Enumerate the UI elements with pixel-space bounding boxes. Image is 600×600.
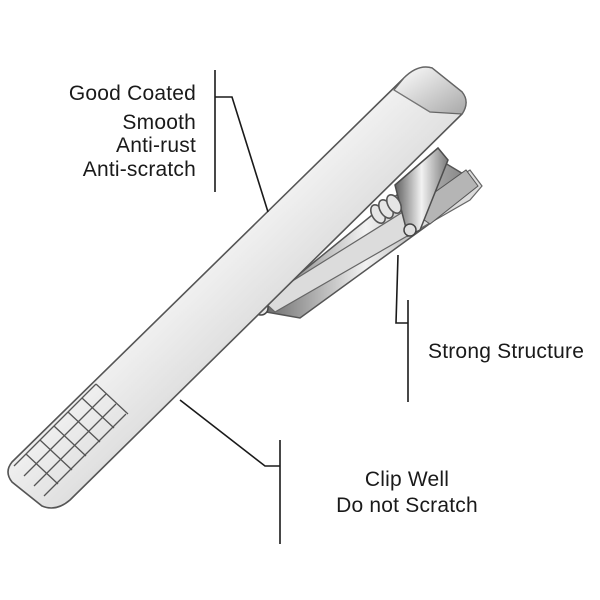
coating-callout-line-3: Anti-rust [116,134,196,157]
spring-hinge [253,146,449,316]
tie-bar-body [7,66,467,509]
coating-leader-line [214,70,269,213]
knurled-grip [13,383,129,497]
clip-callout-line-2: Do not Scratch [336,494,478,517]
callout-leader-lines [179,70,409,544]
clip-leader-line [179,399,281,544]
structure-leader-line [395,254,409,402]
coating-callout-line-1: Good Coated [68,82,196,105]
structure-callout-line-1: Strong Structure [428,340,585,363]
coating-callout-line-2: Smooth [122,111,196,134]
clip-callout-line-1: Clip Well [364,468,450,491]
coating-callout-line-4: Anti-scratch [82,158,196,181]
